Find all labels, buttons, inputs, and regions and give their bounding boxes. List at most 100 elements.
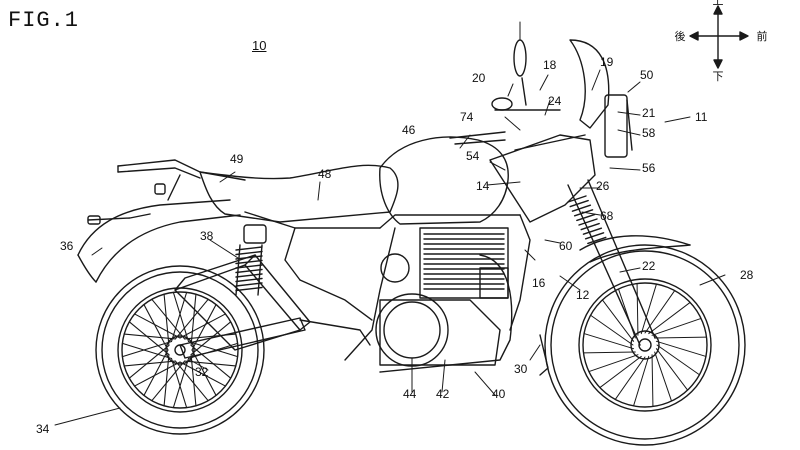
front-spoke <box>636 283 639 336</box>
label-34: 34 <box>36 422 50 436</box>
front-spoke <box>640 283 657 335</box>
rear-spoke <box>163 293 170 346</box>
rear-spoke <box>121 340 173 358</box>
rear-spring-coil <box>235 264 263 269</box>
label-38: 38 <box>200 229 214 243</box>
windshield <box>569 39 610 129</box>
front-spoke <box>583 351 636 354</box>
rear-spoke <box>191 304 217 351</box>
label-74: 74 <box>460 110 474 124</box>
rear-spoke <box>123 333 176 340</box>
label-58: 58 <box>642 126 656 140</box>
front-spring-coil <box>571 204 592 212</box>
label-50: 50 <box>640 68 654 82</box>
front-spoke <box>614 356 646 400</box>
front-spoke <box>601 299 635 342</box>
rear-spring-coil <box>235 255 263 260</box>
rear-spring-coil <box>235 282 263 287</box>
label-44: 44 <box>403 387 417 401</box>
swingarm <box>179 317 306 359</box>
label-26: 26 <box>596 179 610 193</box>
label-46: 46 <box>402 123 416 137</box>
rear-spring-coil <box>235 268 263 274</box>
luggage-rack <box>117 159 246 201</box>
rear-spoke <box>172 357 190 409</box>
front-spring-coil <box>567 195 587 203</box>
label-20: 20 <box>472 71 486 85</box>
rear-spring-coil <box>235 246 263 251</box>
front-spoke <box>588 354 639 373</box>
front-cowl <box>489 134 596 223</box>
rear-spoke <box>128 344 170 379</box>
rear-spoke <box>151 360 186 402</box>
label-36: 36 <box>60 239 74 253</box>
label-30: 30 <box>514 362 528 376</box>
label-49: 49 <box>230 152 244 166</box>
front-spring-coil <box>580 222 600 231</box>
rear-spoke <box>143 349 169 396</box>
rear-spoke <box>191 349 217 396</box>
rear-spoke <box>128 321 170 356</box>
rear-spring-coil <box>235 277 263 283</box>
rear-spoke <box>134 361 181 387</box>
leader-lines <box>54 21 726 426</box>
front-spoke <box>651 354 654 407</box>
front-spoke <box>648 301 691 335</box>
compass-down: 下 <box>713 71 724 83</box>
seat <box>199 164 399 223</box>
front-fork <box>567 179 656 346</box>
rear-spring-coil <box>235 250 263 256</box>
label-22: 22 <box>642 259 656 273</box>
front-spring-coil <box>578 218 598 226</box>
rear-spring-coil <box>235 259 263 265</box>
compass-rear: 後 <box>675 29 686 43</box>
engine <box>375 227 509 367</box>
mirror-and-handlebar <box>491 39 561 111</box>
rear-spoke <box>143 304 169 351</box>
rear-spoke <box>190 344 232 379</box>
label-42: 42 <box>436 387 450 401</box>
rear-spoke <box>179 313 226 339</box>
fuel-tank <box>379 131 509 225</box>
label-68: 68 <box>600 209 614 223</box>
front-fender <box>539 235 691 376</box>
label-56: 56 <box>642 161 656 175</box>
label-40: 40 <box>492 387 506 401</box>
rear-spoke <box>190 354 197 407</box>
front-spring-coil <box>573 209 594 217</box>
figure-title: FIG.1 <box>8 8 80 33</box>
front-spoke <box>654 351 673 402</box>
rear-spoke <box>134 313 181 339</box>
label-14: 14 <box>476 179 490 193</box>
label-28: 28 <box>740 268 754 282</box>
front-spoke <box>656 344 700 376</box>
front-spoke <box>655 348 689 391</box>
front-spring-coil <box>576 213 596 222</box>
compass-up: 上 <box>713 0 724 7</box>
label-60: 60 <box>559 239 573 253</box>
front-spoke <box>655 340 707 357</box>
rear-shock <box>235 224 267 296</box>
front-spoke <box>651 317 702 336</box>
overall-reference-number: 10 <box>252 38 267 53</box>
rear-spoke <box>187 340 239 358</box>
rear-spoke <box>170 291 188 343</box>
label-12: 12 <box>576 288 590 302</box>
label-11: 11 <box>695 110 708 124</box>
rear-spring-coil <box>235 273 263 278</box>
label-54: 54 <box>466 149 480 163</box>
front-spoke <box>654 336 707 339</box>
headlight <box>604 94 633 158</box>
front-spoke <box>599 355 642 389</box>
front-spring-coil <box>582 227 603 235</box>
rear-spoke <box>174 298 209 340</box>
rear-spoke <box>172 291 190 343</box>
exhaust-muffler <box>174 254 513 373</box>
rear-spoke <box>151 298 186 340</box>
rear-spoke <box>170 357 188 409</box>
label-18: 18 <box>543 58 557 72</box>
rear-spoke <box>121 342 173 360</box>
front-spring-coil <box>569 199 589 208</box>
